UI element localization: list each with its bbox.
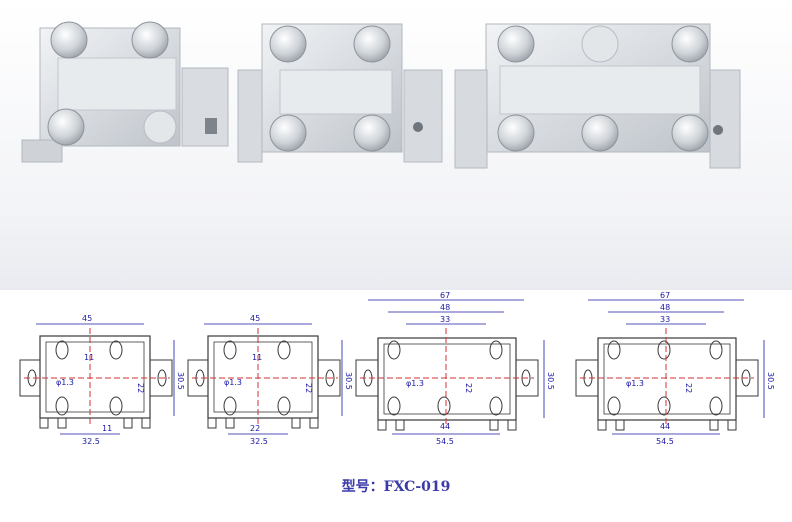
model-label: 型号：FXC-019 [341, 479, 451, 495]
dim-bottom: 32.5 [250, 437, 268, 446]
dim-mid: 48 [660, 303, 670, 312]
dim-hole: φ1.3 [56, 378, 74, 387]
dim-top: 67 [440, 291, 450, 300]
dim-pitch: 22 [250, 424, 260, 433]
dim-side: 30.5 [344, 372, 353, 390]
dim-inner: 11 [84, 353, 94, 362]
dim-inner: 11 [252, 353, 262, 362]
product-photo [0, 0, 792, 290]
dim-top: 45 [250, 314, 260, 323]
housing-1 [21, 21, 229, 163]
dim-side: 30.5 [546, 372, 555, 390]
dim-bottom: 32.5 [82, 437, 100, 446]
drawing-a: 45 11 22 30.5 φ1.3 11 32.5 [19, 314, 185, 446]
dim-hole: φ1.3 [224, 378, 242, 387]
dim-side: 30.5 [766, 372, 775, 390]
dim-hole: φ1.3 [626, 379, 644, 388]
dim-bottom: 54.5 [656, 437, 674, 446]
dim-bottom: 54.5 [436, 437, 454, 446]
dim-pitch: 44 [660, 422, 670, 431]
dim-height: 22 [136, 383, 145, 393]
housing-2 [237, 23, 443, 163]
dim-pitch: 44 [440, 422, 450, 431]
dim-side: 30.5 [176, 372, 185, 390]
housing-3 [454, 23, 741, 169]
drawing-b: 45 11 22 30.5 φ1.3 22 32.5 [187, 314, 353, 446]
dim-height: 22 [464, 383, 473, 393]
dim-inner: 33 [660, 315, 670, 324]
dim-mid: 48 [440, 303, 450, 312]
dim-height: 22 [684, 383, 693, 393]
dim-top: 45 [82, 314, 92, 323]
dim-hole: φ1.3 [406, 379, 424, 388]
dim-top: 67 [660, 291, 670, 300]
dim-height: 22 [304, 383, 313, 393]
dim-inner: 33 [440, 315, 450, 324]
dim-bottom-small: 11 [102, 424, 112, 433]
drawing-d: 67 48 33 22 30.5 φ1.3 44 54.5 [575, 291, 775, 446]
drawing-c: 67 48 33 22 30.5 φ1.3 44 54.5 [355, 291, 555, 446]
technical-drawings: 45 11 22 30.5 φ1.3 11 32.5 45 [19, 291, 775, 446]
